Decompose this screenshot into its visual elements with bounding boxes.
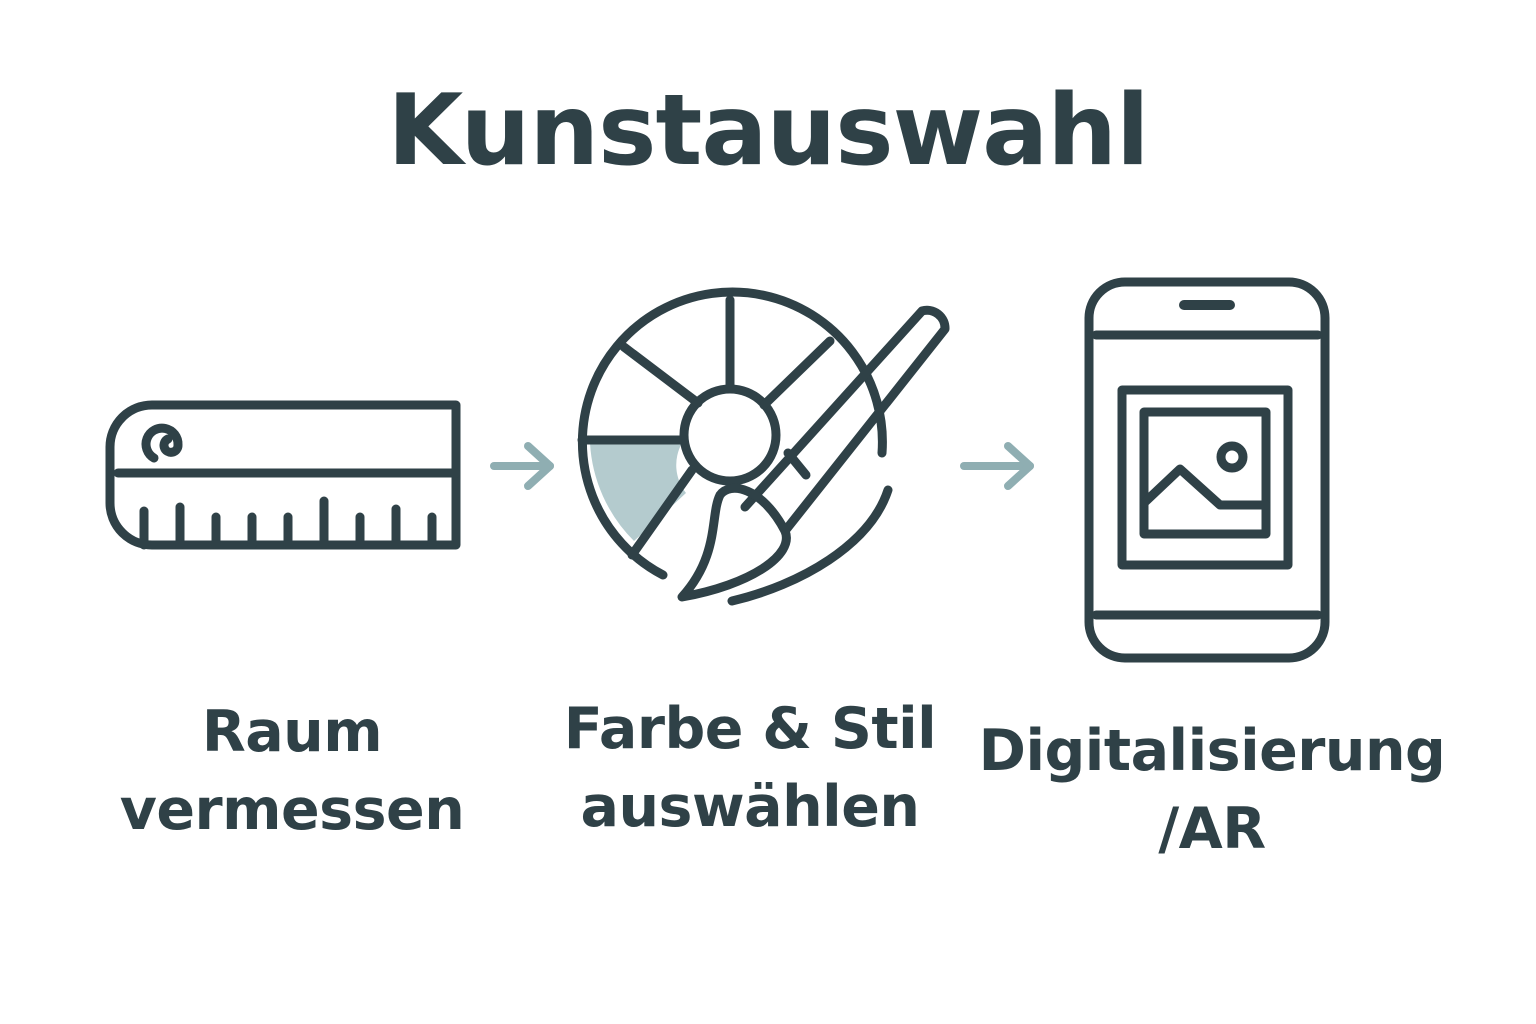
color-wheel-brush-icon [570, 285, 960, 610]
step-label-color-style: Farbe & Stil auswählen [540, 690, 960, 846]
step-label-measure: Raum vermessen [92, 693, 492, 849]
page-title: Kunstauswahl [387, 74, 1149, 188]
arrow-right-icon [958, 438, 1040, 494]
step-label-digital-ar: Digitalisierung /AR [972, 712, 1452, 868]
arrow-right-icon [488, 438, 560, 494]
smartphone-image-icon [1082, 275, 1332, 665]
step-label-line: Digitalisierung [978, 718, 1446, 784]
step-label-line: /AR [1158, 796, 1266, 862]
step-label-line: vermessen [119, 777, 465, 843]
step-label-line: Farbe & Stil [563, 696, 937, 762]
step-label-line: auswählen [580, 774, 920, 840]
measuring-tape-icon [100, 395, 472, 560]
step-label-line: Raum [201, 699, 383, 765]
